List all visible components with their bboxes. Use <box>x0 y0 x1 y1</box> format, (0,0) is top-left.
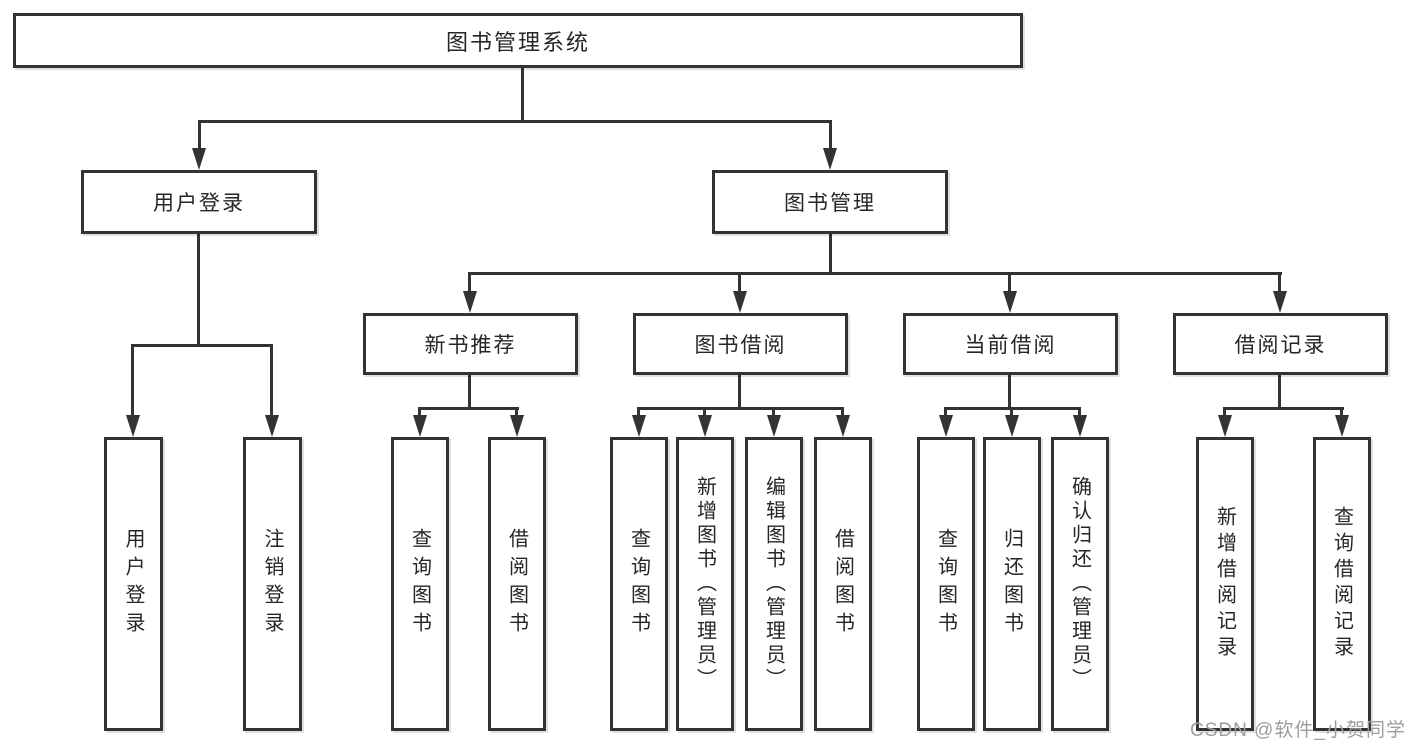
connector-line <box>131 344 134 419</box>
connector-line <box>772 407 775 419</box>
connector-line <box>468 272 471 293</box>
connector-line <box>198 120 201 150</box>
arrowhead-down-icon <box>1003 291 1017 313</box>
arrowhead-down-icon <box>939 415 953 437</box>
leaf-borrow-edit-books-admin: 编辑图书（管理员） <box>745 437 803 731</box>
leaf-borrow-query-books: 查询图书 <box>610 437 668 731</box>
connector-line <box>738 375 741 410</box>
connector-line <box>1340 407 1343 419</box>
connector-line <box>197 234 200 347</box>
leaf-record-query-borrow-record: 查询借阅记录 <box>1313 437 1371 731</box>
node-current-borrowing: 当前借阅 <box>903 313 1118 375</box>
connector-line <box>703 407 706 419</box>
leaf-rec-borrow-books: 借阅图书 <box>488 437 546 731</box>
arrowhead-down-icon <box>1273 291 1287 313</box>
connector-line <box>521 68 524 123</box>
arrowhead-down-icon <box>836 415 850 437</box>
connector-line <box>738 272 741 293</box>
arrowhead-down-icon <box>767 415 781 437</box>
connector-line <box>829 234 832 275</box>
node-new-book-recommend: 新书推荐 <box>363 313 578 375</box>
connector-line <box>418 407 421 419</box>
arrowhead-down-icon <box>1073 415 1087 437</box>
node-book-borrowing: 图书借阅 <box>633 313 848 375</box>
arrowhead-down-icon <box>698 415 712 437</box>
node-library-system: 图书管理系统 <box>13 13 1023 68</box>
connector-line <box>1078 407 1081 419</box>
leaf-current-return-books: 归还图书 <box>983 437 1041 731</box>
connector-line <box>1278 272 1281 293</box>
arrowhead-down-icon <box>1335 415 1349 437</box>
connector-line <box>841 407 844 419</box>
arrowhead-down-icon <box>265 415 279 437</box>
node-user-login: 用户登录 <box>81 170 317 234</box>
connector-line <box>945 407 1081 410</box>
leaf-record-add-borrow-record: 新增借阅记录 <box>1196 437 1254 731</box>
connector-line <box>1008 272 1011 293</box>
node-book-management: 图书管理 <box>712 170 948 234</box>
arrowhead-down-icon <box>413 415 427 437</box>
connector-line <box>270 344 273 419</box>
arrowhead-down-icon <box>126 415 140 437</box>
connector-line <box>637 407 640 419</box>
leaf-login-logout: 注销登录 <box>243 437 302 731</box>
arrowhead-down-icon <box>733 291 747 313</box>
arrowhead-down-icon <box>823 148 837 170</box>
connector-line <box>515 407 518 419</box>
connector-line <box>944 407 947 419</box>
connector-line <box>1010 407 1013 419</box>
leaf-rec-query-books: 查询图书 <box>391 437 449 731</box>
arrowhead-down-icon <box>510 415 524 437</box>
connector-line <box>419 407 519 410</box>
arrowhead-down-icon <box>192 148 206 170</box>
connector-line <box>132 344 273 347</box>
leaf-current-query-books: 查询图书 <box>917 437 975 731</box>
csdn-watermark: CSDN @软件_小贺同学 <box>1190 720 1405 741</box>
node-borrowing-records: 借阅记录 <box>1173 313 1388 375</box>
connector-line <box>1224 407 1344 410</box>
connector-line <box>469 272 1282 275</box>
connector-line <box>638 407 844 410</box>
arrowhead-down-icon <box>1218 415 1232 437</box>
leaf-borrow-add-books-admin: 新增图书（管理员） <box>676 437 734 731</box>
connector-line <box>1278 375 1281 410</box>
arrowhead-down-icon <box>632 415 646 437</box>
connector-line <box>198 120 832 123</box>
arrowhead-down-icon <box>1005 415 1019 437</box>
leaf-borrow-borrow-books: 借阅图书 <box>814 437 872 731</box>
connector-line <box>1008 375 1011 410</box>
arrowhead-down-icon <box>463 291 477 313</box>
leaf-current-confirm-return-admin: 确认归还（管理员） <box>1051 437 1109 731</box>
connector-line <box>1223 407 1226 419</box>
connector-line <box>468 375 471 410</box>
leaf-login-user-login: 用户登录 <box>104 437 163 731</box>
connector-line <box>829 120 832 150</box>
